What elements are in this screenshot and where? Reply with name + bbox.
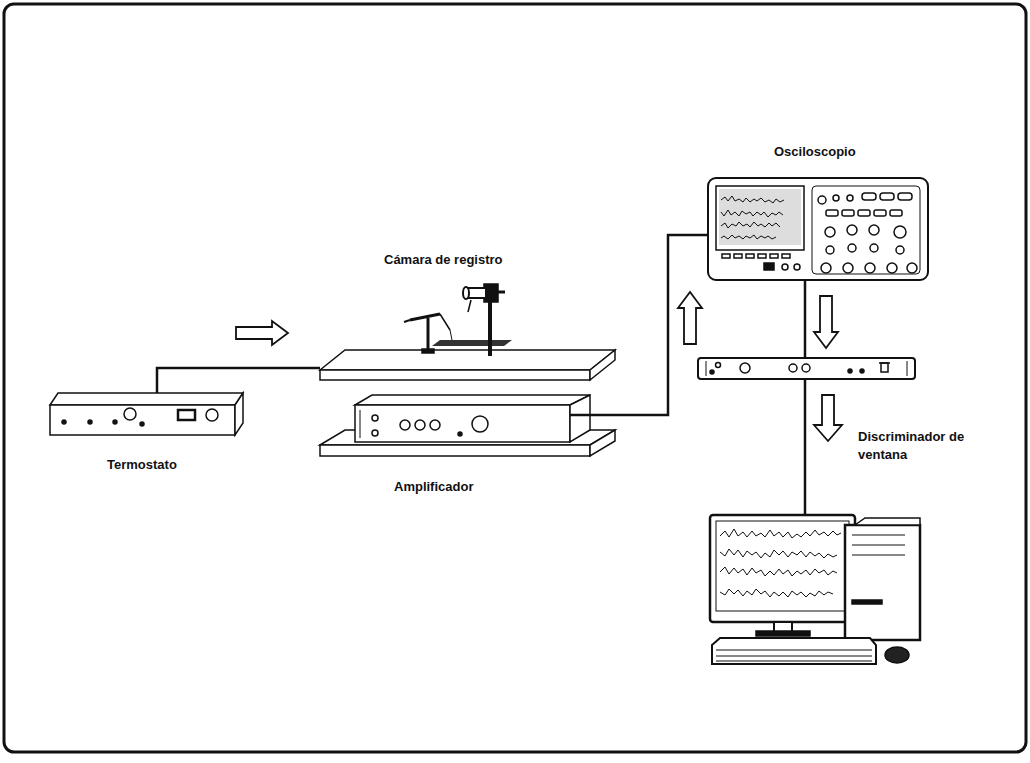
oscilloscope-device [708, 178, 928, 280]
device-label: Osciloscopio [774, 143, 856, 161]
thermostat-node: Termostato [50, 393, 243, 435]
frame [4, 4, 1026, 752]
discriminator-node: Discriminador de ventana [698, 358, 915, 379]
direction-arrow [236, 321, 288, 345]
device-label: Amplificador [394, 478, 473, 496]
thermostat-device [50, 393, 243, 435]
signal-wire [570, 235, 708, 415]
device-label: Discriminador de ventana [858, 428, 988, 463]
direction-arrow [814, 296, 838, 348]
amplifier-node: Amplificador [355, 395, 570, 442]
wire-to-computer [805, 379, 842, 515]
signal-wire [157, 321, 320, 393]
discriminator-device [698, 358, 915, 379]
device-label: Termostato [107, 456, 177, 474]
amplifier-device [320, 395, 615, 456]
oscilloscope-node: Osciloscopio [708, 178, 928, 280]
recording-chamber-device [320, 284, 615, 380]
computer-device [710, 515, 920, 664]
recording-chamber-node: Cámara de registro [320, 350, 615, 380]
device-label: Cámara de registro [384, 251, 503, 269]
wire-line [157, 368, 320, 393]
signal-wire [805, 280, 838, 358]
wire-line [570, 235, 708, 415]
wire-line [804, 280, 807, 358]
direction-arrow [678, 292, 702, 344]
